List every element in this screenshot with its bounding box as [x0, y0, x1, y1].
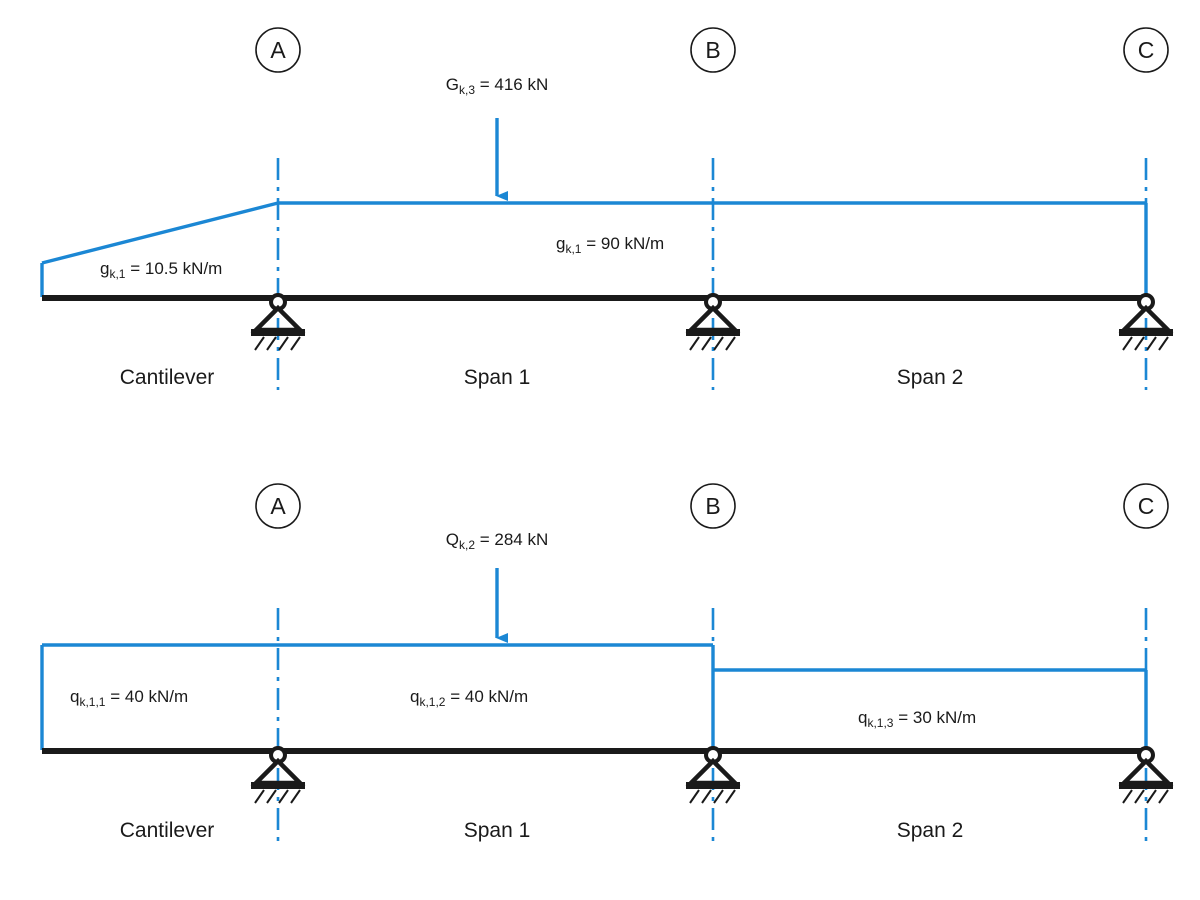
point-load-label-qk2: Qk,2 = 284 kN [446, 530, 549, 552]
gridline-bubble-b-2: B [690, 483, 736, 529]
gridline-bubble-a-2: A [255, 483, 301, 529]
dist-load-symbol-qk11: q [70, 687, 79, 706]
support-c-2 [1118, 746, 1174, 804]
bubble-circle-a-2 [255, 483, 301, 529]
point-load-label-gk3: Gk,3 = 416 kN [446, 75, 549, 97]
bubble-circle-b [690, 27, 736, 73]
support-b [685, 293, 741, 351]
bubble-circle-c-2 [1123, 483, 1169, 529]
gridline-bubble-c: C [1123, 27, 1169, 73]
dist-load-label-qk11: qk,1,1 = 40 kN/m [70, 687, 188, 709]
load-slope-cantilever [41, 201, 279, 265]
diagram-variable-loads: A B C [40, 483, 1174, 842]
dist-load-symbol-gk1c: g [100, 259, 109, 278]
dist-load-value-gk1c: = 10.5 kN/m [125, 259, 222, 278]
point-load-value-qk2: = 284 kN [475, 530, 548, 549]
bubble-circle-c [1123, 27, 1169, 73]
bubble-label-a: A [270, 37, 286, 63]
point-load-subscript-gk3: k,3 [459, 83, 475, 97]
segment-label-cantilever-bottom: Cantilever [120, 819, 215, 842]
segment-label-span1-top: Span 1 [464, 366, 531, 389]
dist-load-value-gk1s: = 90 kN/m [581, 234, 664, 253]
dist-load-subscript-qk12: k,1,2 [419, 695, 445, 709]
dist-load-subscript-gk1s: k,1 [565, 242, 581, 256]
bubble-label-a-2: A [270, 493, 286, 519]
dist-load-subscript-qk13: k,1,3 [867, 716, 893, 730]
segment-label-span2-top: Span 2 [897, 366, 964, 389]
segment-label-cantilever-top: Cantilever [120, 366, 215, 389]
segment-label-span1-bottom: Span 1 [464, 819, 531, 842]
bubble-circle-b-2 [690, 483, 736, 529]
support-b-2 [685, 746, 741, 804]
gridline-bubble-a: A [255, 27, 301, 73]
support-c [1118, 293, 1174, 351]
dist-load-symbol-gk1s: g [556, 234, 565, 253]
dist-load-label-qk12: qk,1,2 = 40 kN/m [410, 687, 528, 709]
dist-load-label-qk13: qk,1,3 = 30 kN/m [858, 708, 976, 730]
dist-load-label-gk1-spans: gk,1 = 90 kN/m [556, 234, 664, 256]
bubble-label-b: B [705, 37, 720, 63]
segment-label-span2-bottom: Span 2 [897, 819, 964, 842]
bubble-label-c: C [1138, 37, 1155, 63]
bubble-label-c-2: C [1138, 493, 1155, 519]
bubble-circle-a [255, 27, 301, 73]
dist-load-value-qk12: = 40 kN/m [445, 687, 528, 706]
dist-load-value-qk13: = 30 kN/m [893, 708, 976, 727]
dist-load-symbol-qk13: q [858, 708, 867, 727]
point-load-symbol-qk2: Q [446, 530, 459, 549]
support-a-2 [250, 746, 306, 804]
dist-load-subscript-qk11: k,1,1 [79, 695, 105, 709]
point-load-symbol-gk3: G [446, 75, 459, 94]
gridline-bubble-b: B [690, 27, 736, 73]
bubble-label-b-2: B [705, 493, 720, 519]
dist-load-value-qk11: = 40 kN/m [105, 687, 188, 706]
dist-load-subscript-gk1c: k,1 [109, 267, 125, 281]
dist-load-label-gk1-cantilever: gk,1 = 10.5 kN/m [100, 259, 222, 281]
point-load-value-gk3: = 416 kN [475, 75, 548, 94]
diagram-permanent-loads: A B C [40, 27, 1174, 390]
support-a [250, 293, 306, 351]
dist-load-symbol-qk12: q [410, 687, 419, 706]
point-load-subscript-qk2: k,2 [459, 538, 475, 552]
gridline-bubble-c-2: C [1123, 483, 1169, 529]
